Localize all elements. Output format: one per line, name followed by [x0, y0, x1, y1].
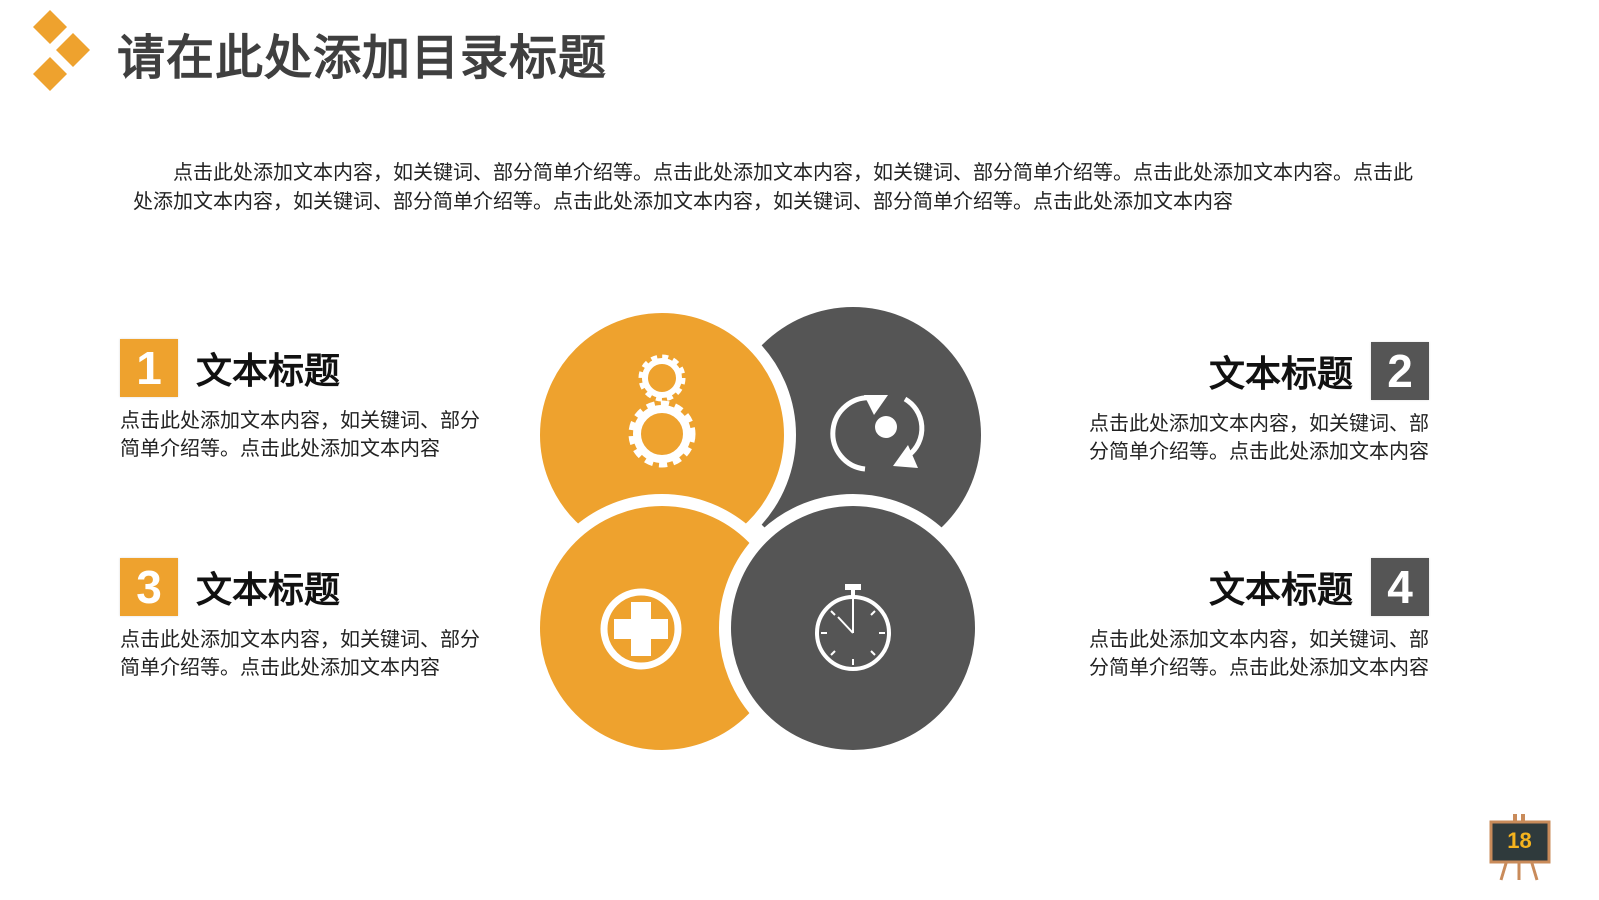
item-desc-1[interactable]: 点击此处添加文本内容，如关键词、部分简单介绍等。点击此处添加文本内容	[120, 408, 480, 460]
item-3: 3 文本标题 点击此处添加文本内容，如关键词、部分简单介绍等。点击此处添加文本内…	[120, 557, 490, 681]
item-4: 文本标题 4 点击此处添加文本内容，如关键词、部分简单介绍等。点击此处添加文本内…	[1059, 557, 1429, 681]
intro-paragraph[interactable]: 点击此处添加文本内容，如关键词、部分简单介绍等。点击此处添加文本内容，如关键词、…	[133, 160, 1413, 213]
item-2: 文本标题 2 点击此处添加文本内容，如关键词、部分简单介绍等。点击此处添加文本内…	[1059, 341, 1429, 465]
page-number: 18	[1507, 828, 1532, 853]
item-title-4[interactable]: 文本标题	[1208, 570, 1353, 611]
gears-icon	[628, 354, 696, 468]
chalkboard-easel-icon	[1489, 814, 1551, 881]
item-desc-2[interactable]: 点击此处添加文本内容，如关键词、部分简单介绍等。点击此处添加文本内容	[1089, 411, 1429, 463]
item-1: 1 文本标题 点击此处添加文本内容，如关键词、部分简单介绍等。点击此处添加文本内…	[120, 338, 490, 462]
circle-2	[725, 307, 981, 563]
number-badge-1: 1	[120, 339, 178, 397]
number-badge-3: 3	[120, 558, 178, 616]
number-badge-4: 4	[1371, 558, 1429, 616]
page-title: 请在此处添加目录标题	[117, 30, 608, 86]
stopwatch-icon	[815, 584, 891, 671]
item-desc-3[interactable]: 点击此处添加文本内容，如关键词、部分简单介绍等。点击此处添加文本内容	[120, 627, 480, 679]
four-circle-diagram	[528, 301, 987, 762]
item-desc-4[interactable]: 点击此处添加文本内容，如关键词、部分简单介绍等。点击此处添加文本内容	[1089, 627, 1429, 679]
diamond-cluster-icon	[33, 10, 90, 91]
item-title-3[interactable]: 文本标题	[196, 570, 341, 611]
item-title-2[interactable]: 文本标题	[1208, 354, 1353, 395]
plus-circle-icon	[600, 588, 682, 670]
item-title-1[interactable]: 文本标题	[196, 351, 341, 392]
number-badge-2: 2	[1371, 342, 1429, 400]
refresh-cycle-icon	[830, 395, 925, 472]
